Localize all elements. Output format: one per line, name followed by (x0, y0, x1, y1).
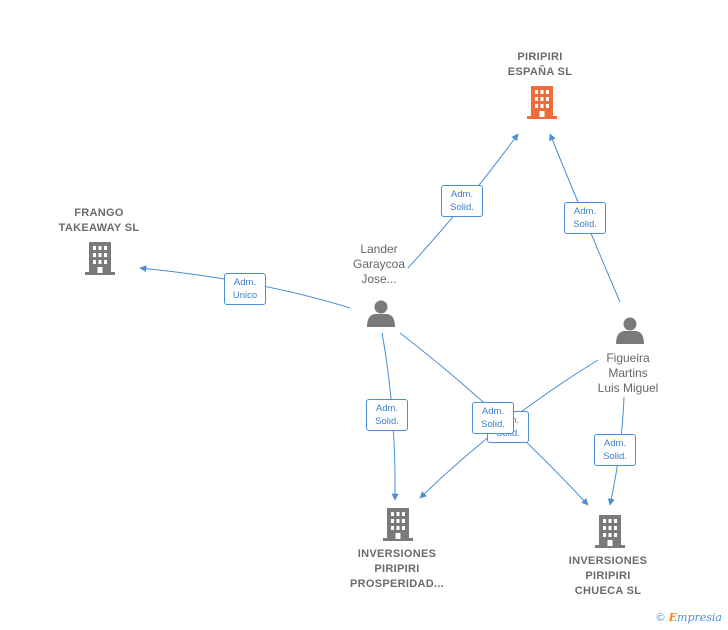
node-label-line: PIRIPIRI (517, 51, 563, 63)
person-icon-lander[interactable] (367, 300, 395, 328)
edge-label-line: Solid. (603, 451, 627, 462)
footer-brand[interactable]: © Empresia (657, 611, 722, 624)
edge-label-line: Adm. (450, 189, 474, 200)
edge-label-lander-chueca[interactable]: Adm. Solid. (472, 402, 514, 434)
node-label-line: Luis Miguel (597, 381, 659, 395)
node-label-line: CHUECA SL (574, 585, 642, 597)
building-icon-piripiri-espana[interactable] (527, 86, 557, 119)
brand-logo: Empresia (669, 611, 722, 624)
edge-label-line: Adm. (603, 438, 627, 449)
node-label-line: ESPAÑA SL (507, 66, 573, 78)
node-label-line: Garaycoa (352, 257, 406, 271)
edge-label-line: Solid. (573, 219, 597, 230)
edge-label-lander-prosperidad[interactable]: Adm. Solid. (366, 399, 408, 431)
node-label-line: Figueira (606, 351, 650, 365)
node-label-line: Jose... (361, 272, 397, 286)
edge-label-line: Solid. (450, 202, 474, 213)
node-inversiones-prosperidad[interactable]: INVERSIONES PIRIPIRI PROSPERIDAD... (350, 547, 444, 592)
node-lander-garaycoa[interactable]: Lander Garaycoa Jose... (353, 242, 405, 287)
node-label-line: PIRIPIRI (374, 563, 420, 575)
node-label-line: INVERSIONES (357, 548, 437, 560)
node-inversiones-chueca[interactable]: INVERSIONES PIRIPIRI CHUECA SL (569, 554, 648, 599)
edge-label-line: Solid. (375, 416, 399, 427)
edge-label-line: Adm. (573, 206, 597, 217)
edge-label-line: Unico (232, 290, 258, 301)
edge-label-figueira-chueca[interactable]: Adm. Solid. (594, 434, 636, 466)
node-label-line: FRANGO (74, 207, 124, 219)
node-piripiri-espana[interactable]: PIRIPIRI ESPAÑA SL (508, 50, 572, 80)
node-figueira-martins[interactable]: Figueira Martins Luis Miguel (598, 351, 659, 396)
node-label-line: Martins (608, 366, 648, 380)
node-label-line: PIRIPIRI (585, 570, 631, 582)
brand-initial: E (668, 611, 678, 624)
node-label-line: Lander (360, 242, 398, 256)
copyright-icon: © (656, 611, 665, 624)
edge-label-figueira-piripiri[interactable]: Adm. Solid. (564, 202, 606, 234)
edge-label-lander-frango[interactable]: Adm. Unico (224, 273, 266, 305)
building-icon-frango[interactable] (85, 242, 115, 275)
edge-label-line: Solid. (481, 419, 505, 430)
edge-label-line: Adm. (481, 406, 505, 417)
building-icon-inversiones-prosperidad[interactable] (383, 508, 413, 541)
brand-name: mpresia (677, 611, 722, 624)
node-label-line: INVERSIONES (568, 555, 648, 567)
node-frango-takeaway[interactable]: FRANGO TAKEAWAY SL (59, 206, 140, 236)
node-label-line: TAKEAWAY SL (58, 222, 140, 234)
building-icon-inversiones-chueca[interactable] (595, 515, 625, 548)
person-icon-figueira[interactable] (616, 317, 644, 345)
edge-label-lander-piripiri[interactable]: Adm. Solid. (441, 185, 483, 217)
edge-label-line: Adm. (375, 403, 399, 414)
edge-label-line: Adm. (233, 277, 257, 288)
node-label-line: PROSPERIDAD... (349, 578, 445, 590)
